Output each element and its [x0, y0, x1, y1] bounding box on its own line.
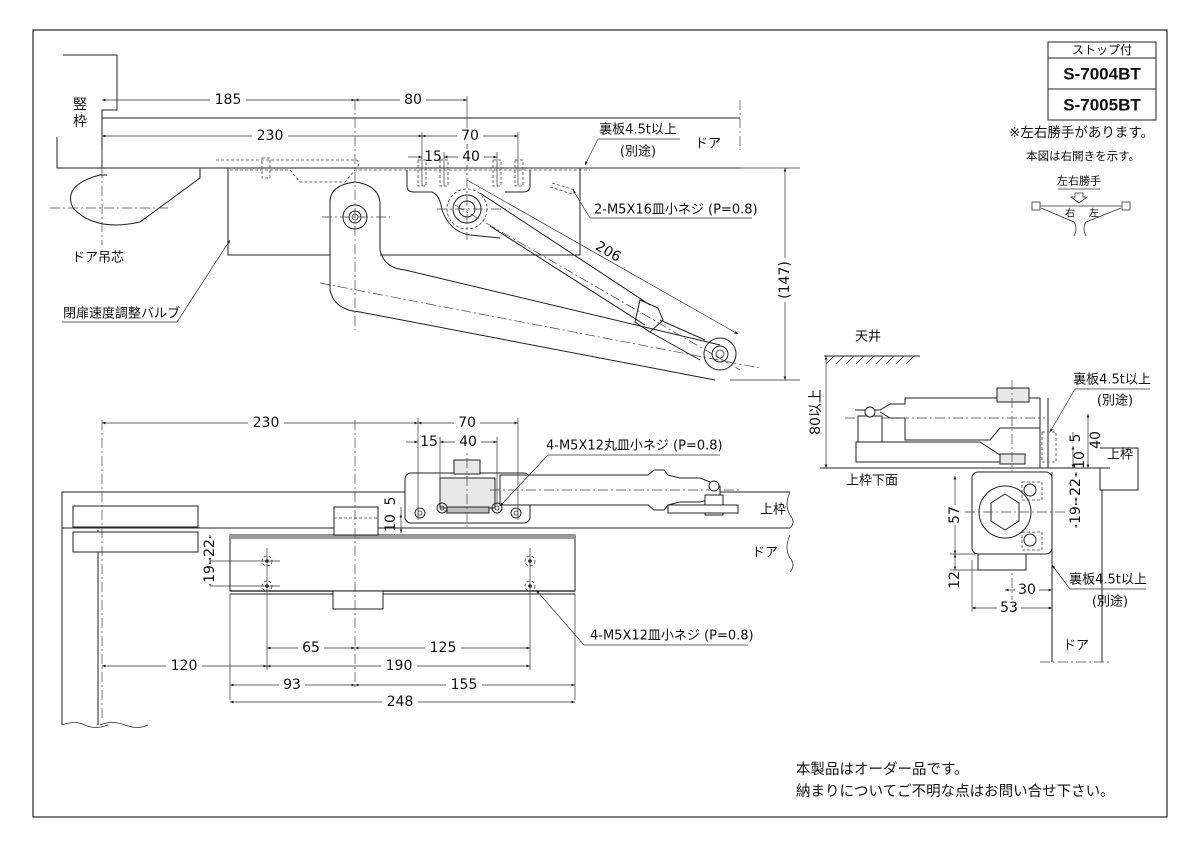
door-label-side: ドア — [1063, 639, 1089, 654]
backplate-label-side: 裏板4.5t以上 — [1073, 373, 1151, 388]
dim-30: 30 — [1018, 582, 1036, 598]
ceiling-hatch — [825, 355, 915, 365]
door-label-top: ドア — [695, 137, 721, 152]
pivot-label: ドア吊芯 — [72, 251, 124, 266]
dim-19-side: 19 — [1068, 506, 1084, 524]
dim-206: 206 — [592, 238, 623, 265]
backplate-sub-side: (別途) — [1097, 393, 1133, 409]
handed-note: ※左右勝手があります。 — [1009, 125, 1154, 141]
dim-12: 12 — [947, 571, 963, 589]
dim-10-front: 10 — [383, 514, 399, 532]
dim-80-min: 80以上 — [808, 389, 824, 435]
ceiling-label: 天井 — [855, 330, 881, 345]
title-header: ストップ付 — [1072, 43, 1132, 57]
dim-40-front: 40 — [459, 434, 477, 450]
dim-19-front: 19 — [202, 565, 218, 583]
dim-40: 40 — [462, 149, 480, 165]
dim-248: 248 — [387, 694, 414, 710]
dim-40-side: 40 — [1088, 431, 1104, 449]
drawing-note: 本図は右開きを示す。 — [1026, 149, 1140, 163]
dim-190: 190 — [386, 658, 413, 674]
mounting-holes — [210, 548, 536, 670]
door-swing-right-icon — [1040, 207, 1077, 237]
frame-label-side: 上枠 — [1107, 448, 1133, 463]
dim-70: 70 — [461, 128, 479, 144]
dim-22-front: 22 — [202, 539, 218, 557]
dim-120: 120 — [171, 658, 198, 674]
dim-5-front: 5 — [383, 497, 399, 506]
frame-label-char2: 枠 — [73, 114, 87, 130]
frame-label: 竪枠 — [80, 111, 82, 114]
model-number-1: S-7004BT — [1063, 65, 1141, 84]
door-swing-left-icon — [1083, 207, 1122, 237]
top-view: 竪 枠 竪枠 ドア ドア吊芯 — [50, 54, 800, 381]
dim-125: 125 — [430, 640, 457, 656]
dim-15-front: 15 — [420, 434, 438, 450]
title-block: ストップ付 S-7004BT S-7005BT ※左右勝手があります。 本図は右… — [1009, 41, 1157, 237]
down-arrow-icon — [1069, 192, 1089, 204]
screw-label-front-bottom: 4-M5X12皿小ネジ (P=0.8) — [590, 629, 754, 644]
dim-53: 53 — [1000, 600, 1018, 616]
backplate-sub-side-2: (別途) — [1092, 594, 1128, 610]
dim-70-front: 70 — [458, 415, 476, 431]
dim-230-front: 230 — [253, 415, 280, 431]
model-number-2: S-7005BT — [1063, 96, 1141, 115]
handing-left: 左 — [1089, 207, 1099, 220]
front-view: 上枠 ドア — [61, 415, 794, 728]
frame-label-front: 上枠 — [760, 503, 786, 518]
drawing-border — [32, 29, 1168, 818]
handing-label: 左右勝手 — [1057, 174, 1101, 188]
frame-label-char1: 竪 — [73, 97, 87, 113]
frame-bottom-label: 上枠下面 — [846, 474, 898, 489]
dim-80: 80 — [404, 92, 422, 108]
dim-22-side: 22 — [1068, 478, 1084, 496]
valve-label: 閉扉速度調整バルブ — [63, 306, 180, 322]
footer-note: 本製品はオーダー品です。 納まりについてご不明な点はお問い合せ下さい。 — [796, 761, 1115, 800]
dim-230: 230 — [257, 128, 284, 144]
side-view: 天井 80以上 上枠下面 上枠 ドア — [808, 330, 1151, 663]
dim-65: 65 — [302, 640, 320, 656]
dim-93: 93 — [283, 677, 301, 693]
dim-185: 185 — [215, 92, 242, 108]
screw-label-front-top: 4-M5X12丸皿小ネジ (P=0.8) — [546, 439, 723, 454]
footer-line-1: 本製品はオーダー品です。 — [796, 761, 969, 778]
dim-155: 155 — [451, 677, 478, 693]
screw-label-top: 2-M5X16皿小ネジ (P=0.8) — [594, 203, 758, 218]
door-label-front: ドア — [752, 546, 778, 561]
backplate-label-side-2: 裏板4.5t以上 — [1069, 573, 1147, 588]
dim-5-side: 5 — [1068, 434, 1084, 443]
dim-10-side: 10 — [1072, 451, 1088, 469]
backplate-sub-top: (別途) — [620, 144, 656, 160]
footer-line-2: 納まりについてご不明な点はお問い合せ下さい。 — [796, 783, 1115, 800]
handing-right: 右 — [1065, 207, 1075, 220]
dim-15: 15 — [424, 149, 442, 165]
backplate-label-top: 裏板4.5t以上 — [599, 123, 677, 138]
dim-147: (147) — [777, 261, 793, 299]
dim-57: 57 — [947, 506, 963, 524]
